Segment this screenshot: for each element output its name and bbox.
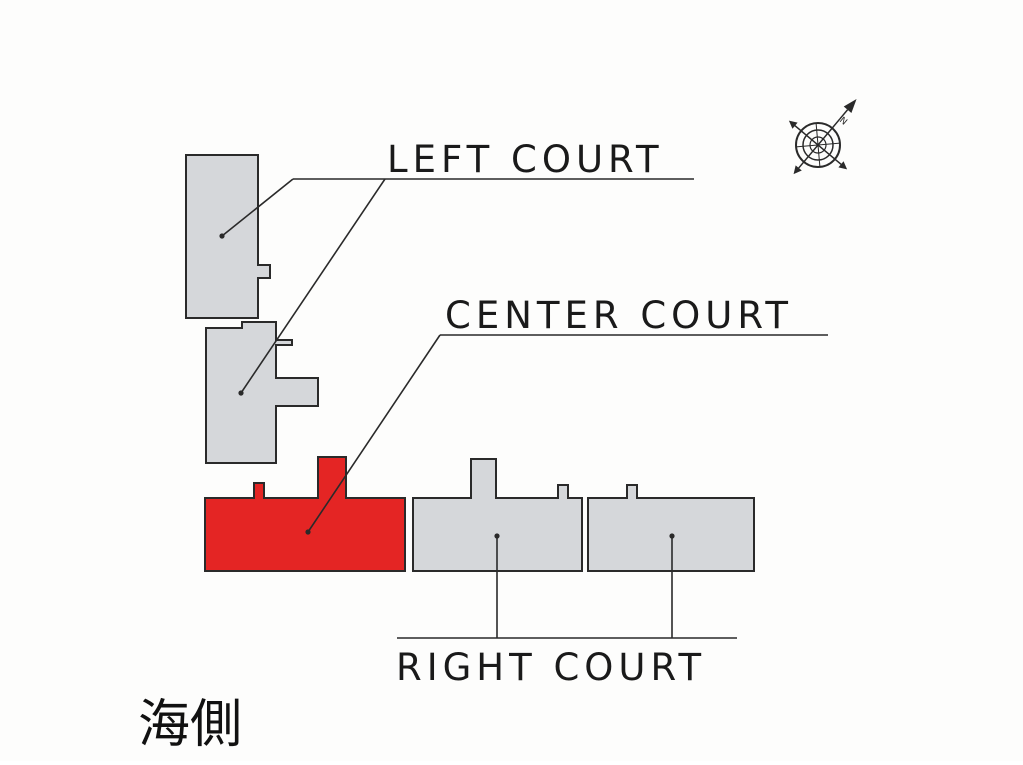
left-court-building-lower[interactable] [205,321,319,464]
compass-north-letter: N [837,116,849,128]
center-court-leader [307,334,441,533]
center-court-label: CENTER COURT [445,294,793,337]
left-court-leader-upper [221,178,294,237]
left-court-leader-lower [240,178,386,394]
right-court-marker-east [669,533,675,539]
center-court-building[interactable] [204,456,406,572]
right-court-marker-west [494,533,500,539]
left-court-marker-upper [219,233,225,239]
right-court-building-east[interactable] [587,484,755,572]
center-court-marker [305,529,311,535]
sea-side-label: 海側 [138,695,242,755]
compass-rose-icon: N [788,99,857,175]
right-court-building-west[interactable] [412,458,583,572]
left-court-label: LEFT COURT [387,138,664,181]
left-court-building-upper[interactable] [185,154,271,319]
right-court-label: RIGHT COURT [396,646,706,689]
left-court-marker-lower [238,390,244,396]
